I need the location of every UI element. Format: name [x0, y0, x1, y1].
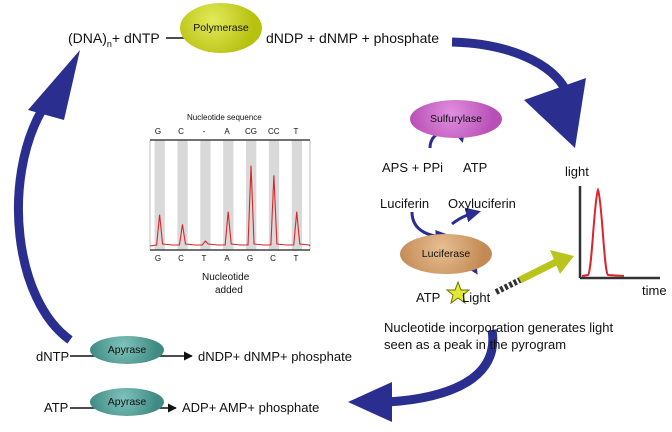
cycle-arrow-left — [13, 50, 80, 344]
apyrase-enzyme-2: Apyrase — [90, 388, 164, 416]
pyrogram-bottom-label: G — [154, 254, 162, 263]
pyrogram-caption-line1: Nucleotide — [202, 272, 250, 283]
pyrogram-bottom-label: C — [178, 254, 184, 263]
sulfurylase-product: ATP — [463, 160, 488, 175]
luciferin-label: Luciferin — [380, 196, 430, 211]
pyrogram-bottom-label: A — [224, 254, 230, 263]
luciferase-curved-arrow-right — [451, 207, 481, 226]
pyrogram-bottom-label: T — [293, 254, 299, 263]
pyrogram-band — [223, 140, 234, 250]
light-label: Light — [462, 290, 491, 305]
cycle-arrow-bottom — [348, 329, 498, 422]
pyrogram-top-label: T — [293, 127, 299, 136]
pyrogram-trace — [149, 165, 311, 247]
pyrogram-band — [200, 140, 211, 250]
pyrogram-top-label: CG — [245, 127, 257, 136]
pyrogram-band — [177, 140, 188, 250]
pyrogram-top-label: C — [178, 127, 184, 136]
pyrogram — [149, 139, 311, 251]
light-peak-trace — [581, 187, 625, 277]
light-plot-ylabel: light — [565, 164, 589, 179]
light-star-icon — [445, 280, 471, 305]
pyrogram-top-label: G — [154, 127, 162, 136]
pyrogram-bottom-label: T — [201, 254, 207, 263]
sulfurylase-enzyme: Sulfurylase — [410, 100, 502, 138]
cycle-arrow-top-right — [451, 37, 586, 148]
luciferase-enzyme: Luciferase — [400, 234, 492, 274]
apyrase-reaction-2-lhs: ATP — [44, 400, 69, 415]
caption-line2: seen as a peak in the pyrogram — [384, 337, 567, 352]
sulfurylase-substrates: APS + PPi — [382, 160, 444, 175]
apyrase-reaction-2-rhs: ADP+ AMP+ phosphate — [182, 400, 320, 415]
pyrogram-bottom-label: C — [270, 254, 276, 263]
pyrogram-band — [246, 140, 257, 250]
pyrogram-top-label: A — [224, 127, 230, 136]
light-emission-arrow — [494, 250, 574, 295]
light-time-plot — [578, 186, 660, 280]
pyrogram-band — [291, 140, 302, 250]
luciferase-curved-arrow-upper — [410, 211, 451, 245]
luciferase-atp-label: ATP — [416, 290, 441, 305]
apyrase-reaction-1-lhs: dNTP — [36, 349, 70, 364]
apyrase-enzyme-1: Apyrase — [90, 336, 164, 364]
pyrogram-band — [268, 140, 280, 250]
pyrogram-top-label: CC — [268, 127, 280, 136]
top-reaction-lhs: (DNA)n+ dNTP — [68, 30, 160, 49]
polymerase-enzyme: Polymerase — [180, 3, 262, 53]
pyrogram-top-label: - — [202, 127, 206, 136]
top-reaction-rhs: dNDP + dNMP + phosphate — [266, 30, 440, 46]
oxyluciferin-label: Oxyluciferin — [448, 196, 516, 211]
pyrogram-bottom-label: G — [246, 254, 254, 263]
apyrase-reaction-1-rhs: dNDP+ dNMP+ phosphate — [198, 349, 352, 364]
light-plot-xlabel: time — [642, 283, 667, 298]
pyrogram-band — [154, 140, 165, 250]
pyrogram-caption-line2: added — [215, 285, 243, 296]
caption-line1: Nucleotide incorporation generates light — [384, 320, 614, 335]
pyrogram-title: Nucleotide sequence — [187, 113, 262, 122]
